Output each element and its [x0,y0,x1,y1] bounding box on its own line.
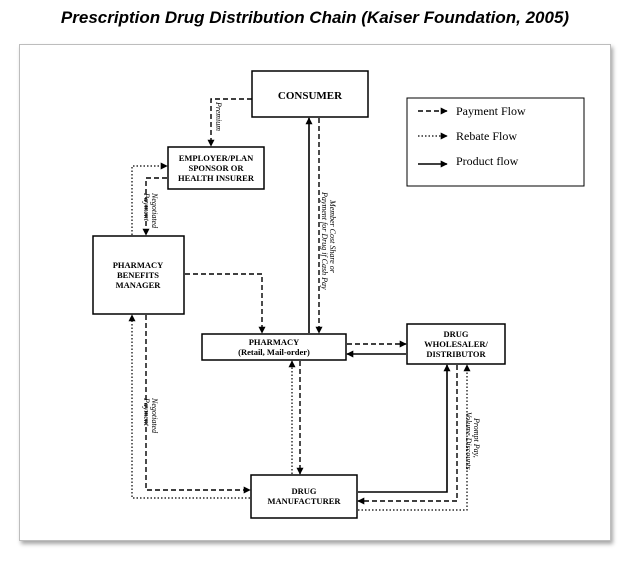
pharmacy-node: PHARMACY (Retail, Mail-order) [201,333,347,361]
member-cost-share-label: Member Cost Share or Payment for Drug if… [320,191,337,290]
pbm-label-line1: PHARMACY [113,260,164,270]
manufacturer-node: DRUG MANUFACTURER [250,474,358,519]
legend-product-label: Product flow [456,154,519,168]
wholesaler-label-line2: WHOLESALER/ [424,339,488,349]
negotiated-payment-bottom-label: Negotiated Payment [142,397,159,434]
employer-to-pbm-payment-arrow [142,177,167,236]
employer-node: EMPLOYER/PLAN SPONSOR OR HEALTH INSURER [167,146,265,190]
legend: Payment Flow Rebate Flow Product flow [406,97,585,187]
member-cost-share-line2: Payment for Drug if Cash Pay [320,191,329,290]
manufacturer-to-wholesaler-product-arrow [358,364,451,493]
negotiated-payment-top-line1: Negotiated [150,192,159,229]
consumer-label: CONSUMER [278,90,343,102]
negotiated-payment-bottom-line1: Negotiated [150,397,159,434]
pbm-to-employer-rebate-arrow [131,162,168,235]
member-cost-share-line1: Member Cost Share or [328,199,337,274]
pbm-to-pharmacy-payment-arrow [185,273,266,334]
manufacturer-to-pbm-rebate-arrow [128,314,250,499]
pharmacy-label-line2: (Retail, Mail-order) [238,347,310,357]
pbm-label-line3: MANAGER [116,280,162,290]
wholesaler-label-line3: DISTRIBUTOR [426,349,486,359]
pbm-to-manufacturer-payment-arrow [145,315,251,494]
diagram-title: Prescription Drug Distribution Chain (Ka… [60,8,570,27]
wholesaler-to-manufacturer-payment-arrow [357,365,458,505]
manufacturer-to-wholesaler-rebate-arrow [358,364,471,511]
pbm-node: PHARMACY BENEFITS MANAGER [92,235,185,315]
employer-label-line1: EMPLOYER/PLAN [179,153,254,163]
negotiated-payment-top-label: Negotiated Payment [142,192,159,229]
legend-payment-label: Payment Flow [456,104,526,118]
consumer-node: CONSUMER [251,70,369,118]
employer-label-line2: SPONSOR OR [188,163,244,173]
wholesaler-label-line1: DRUG [443,329,468,339]
legend-rebate-label: Rebate Flow [456,129,517,143]
wholesaler-node: DRUG WHOLESALER/ DISTRIBUTOR [406,323,506,365]
pharmacy-label-line1: PHARMACY [249,337,300,347]
employer-label-line3: HEALTH INSURER [178,173,255,183]
prompt-pay-label: Prompt Pay, Volume Discounts [464,412,481,470]
manufacturer-label-line1: DRUG [291,486,316,496]
prompt-pay-line2: Volume Discounts [464,412,473,470]
negotiated-payment-top-line2: Payment [142,192,151,222]
premium-label: Premium [214,101,223,131]
manufacturer-label-line2: MANUFACTURER [267,496,341,506]
negotiated-payment-bottom-line2: Payment [142,397,151,427]
pbm-label-line2: BENEFITS [117,270,159,280]
prompt-pay-line1: Prompt Pay, [472,417,481,458]
premium-payment-arrow [207,98,252,147]
